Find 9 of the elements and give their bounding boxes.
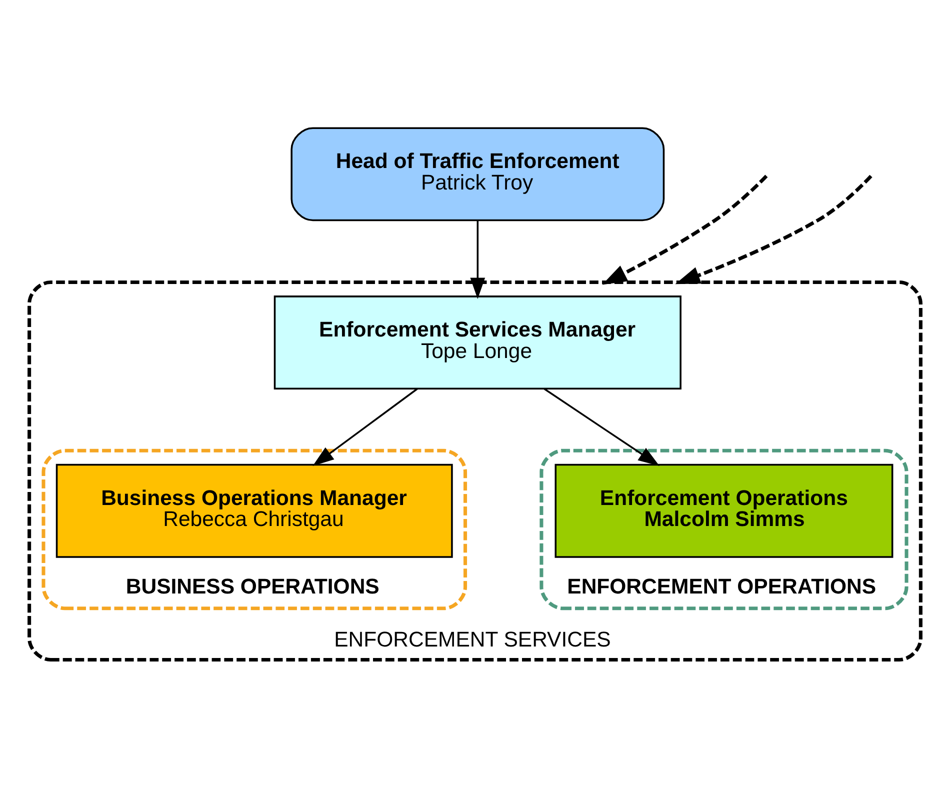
- arrow: [675, 174, 872, 284]
- node-box: Enforcement Operations Malcolm Simms: [554, 463, 894, 558]
- arrow: [470, 220, 486, 299]
- node-box: Business Operations Manager Rebecca Christgau: [56, 463, 453, 558]
- node-box: Head of Traffic Enforcement Patrick Troy: [290, 126, 665, 221]
- arrow: [312, 388, 418, 466]
- node-box: Enforcement Services Manager Tope Longe: [274, 295, 682, 389]
- arrow: [602, 174, 768, 284]
- arrow: [544, 388, 660, 466]
